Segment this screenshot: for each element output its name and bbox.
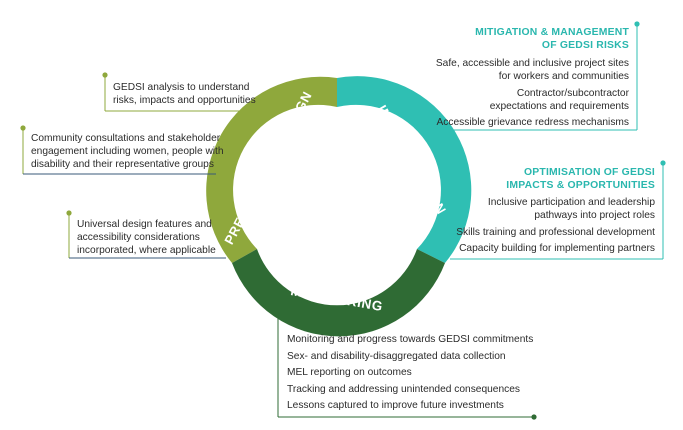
connector-preparation-3: [66, 210, 226, 259]
ring-segment-monitoring: [232, 249, 445, 337]
optimisation-heading: OPTIMISATION OF GEDSI IMPACTS & OPPORTUN…: [506, 167, 655, 191]
preparation-item-3: Universal design features and accessibil…: [77, 219, 216, 256]
monitoring-item: Monitoring and progress towards GEDSI co…: [287, 334, 534, 345]
optimisation-item-2: Skills training and professional develop…: [456, 227, 655, 238]
mitigation-item-3: Accessible grievance redress mechanisms: [436, 117, 629, 128]
optimisation-item-3: Capacity building for implementing partn…: [459, 243, 655, 254]
preparation-item-1: GEDSI analysis to understand risks, impa…: [113, 82, 256, 106]
mitigation-heading: MITIGATION & MANAGEMENT OF GEDSI RISKS: [475, 27, 629, 51]
ring-segment-preparation: [206, 76, 337, 264]
monitoring-item: Lessons captured to improve future inves…: [287, 400, 504, 411]
connector-mitigation: [440, 21, 640, 131]
connector-monitoring: [277, 312, 537, 420]
ring-segment-implementation: [337, 76, 472, 263]
connector-optimisation: [450, 160, 666, 260]
monitoring-item: MEL reporting on outcomes: [287, 367, 412, 378]
monitoring-item: Tracking and addressing unintended conse…: [287, 383, 520, 395]
monitoring-items: Monitoring and progress towards GEDSI co…: [287, 333, 533, 416]
optimisation-item-1: Inclusive participation and leadership p…: [487, 197, 655, 221]
preparation-item-2: Community consultations and stakeholder …: [31, 133, 224, 170]
connector-preparation-1: [102, 72, 262, 112]
monitoring-item: Sex- and disability-disaggregated data c…: [287, 350, 506, 362]
mitigation-item-1: Safe, accessible and inclusive project s…: [435, 58, 629, 82]
mitigation-item-2: Contractor/subcontractor expectations an…: [489, 88, 629, 112]
connector-preparation-2: [20, 125, 216, 175]
